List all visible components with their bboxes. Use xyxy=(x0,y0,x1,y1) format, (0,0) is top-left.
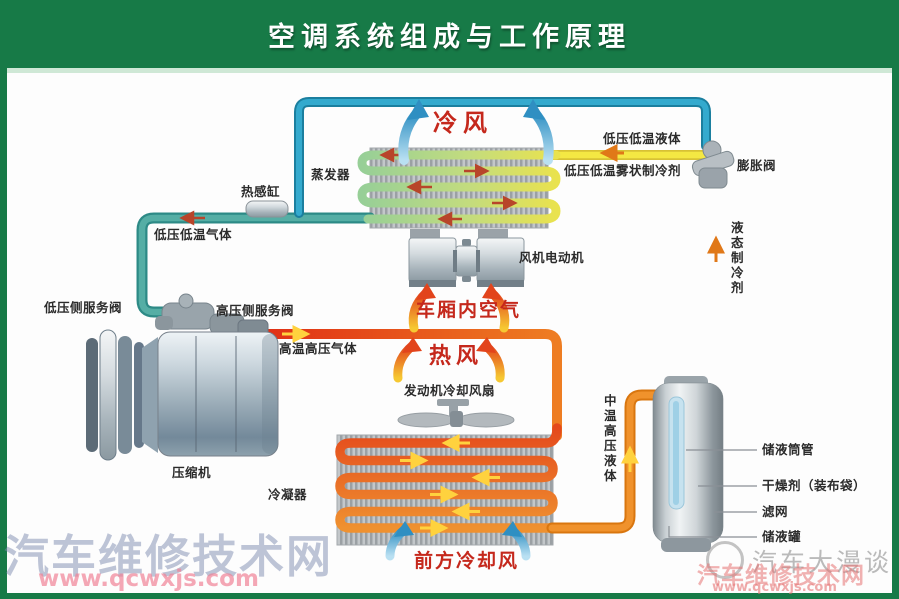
cold-air-arrows xyxy=(398,99,554,165)
watermark-right-site: 汽车维修技术网 xyxy=(697,563,865,589)
expansion-valve-label: 膨胀阀 xyxy=(737,158,777,173)
hot-air-arrows xyxy=(393,337,505,383)
header-divider xyxy=(7,68,892,73)
cold-air-label: 冷风 xyxy=(433,109,493,137)
lp-service-valve-label: 低压侧服务阀 xyxy=(44,300,123,315)
evaporator-coil xyxy=(357,150,561,224)
condenser-label: 冷凝器 xyxy=(268,487,308,502)
hot-air-label: 热风 xyxy=(429,344,484,369)
sensing-line-pipe xyxy=(294,97,711,218)
page-title: 空调系统组成与工作原理 xyxy=(268,21,631,53)
front-cooling-air-label: 前方冷却风 xyxy=(414,550,520,572)
lp-lt-gas-label: 低压低温气体 xyxy=(154,227,233,242)
evaporator-label: 蒸发器 xyxy=(311,167,351,182)
evaporator-fins xyxy=(369,147,549,238)
watermark-right-url: www.qcwxjs.com xyxy=(712,580,837,595)
receiver-leader-lines xyxy=(668,449,757,538)
lp-lt-liquid-label: 低压低温液体 xyxy=(603,131,682,146)
desiccant-label: 干燥剂（装布袋） xyxy=(762,478,867,493)
engine-fan-label: 发动机冷却风扇 xyxy=(404,383,496,398)
thermal-bulb-label: 热感缸 xyxy=(241,184,281,199)
mt-hp-liquid-label: 中温高压液体 xyxy=(601,394,617,484)
cabin-air-label: 车厢内空气 xyxy=(416,299,522,321)
front-air-arrows xyxy=(385,521,531,561)
filter-screen-label: 滤网 xyxy=(762,504,789,519)
blower-motor-assembly xyxy=(408,237,525,287)
watermark-left-site: 汽车维修技术网 xyxy=(4,530,334,583)
cabin-air-arrows xyxy=(408,283,510,333)
receiver-tube-label: 储液筒管 xyxy=(762,442,815,457)
expansion-valve-body xyxy=(691,140,735,189)
ht-hp-gas-label: 高温高压气体 xyxy=(279,341,358,356)
compressor xyxy=(86,293,279,461)
receiver-drier xyxy=(652,376,724,552)
condenser-coil xyxy=(335,423,562,533)
title-bar: 空调系统组成与工作原理 xyxy=(0,0,899,68)
liquid-refrigerant-label: 液态制冷剂 xyxy=(728,221,744,296)
blower-motor-label: 风机电动机 xyxy=(519,250,585,265)
compressor-label: 压缩机 xyxy=(172,465,212,480)
receiver-tank-label: 储液罐 xyxy=(762,529,802,544)
hp-service-valve-label: 高压侧服务阀 xyxy=(216,303,295,318)
watermark-logo-icon xyxy=(706,541,744,579)
discharge-pipe xyxy=(233,329,562,441)
thermal-bulb-body xyxy=(245,200,289,218)
watermark-right-brand: 汽车大漫谈 xyxy=(752,548,893,577)
suction-pipe xyxy=(136,212,376,318)
watermark-left-url: www.qcwxjs.com xyxy=(38,566,259,592)
lp-lt-mist-label: 低压低温雾状制冷剂 xyxy=(564,163,682,178)
engine-cooling-fan xyxy=(397,399,515,428)
